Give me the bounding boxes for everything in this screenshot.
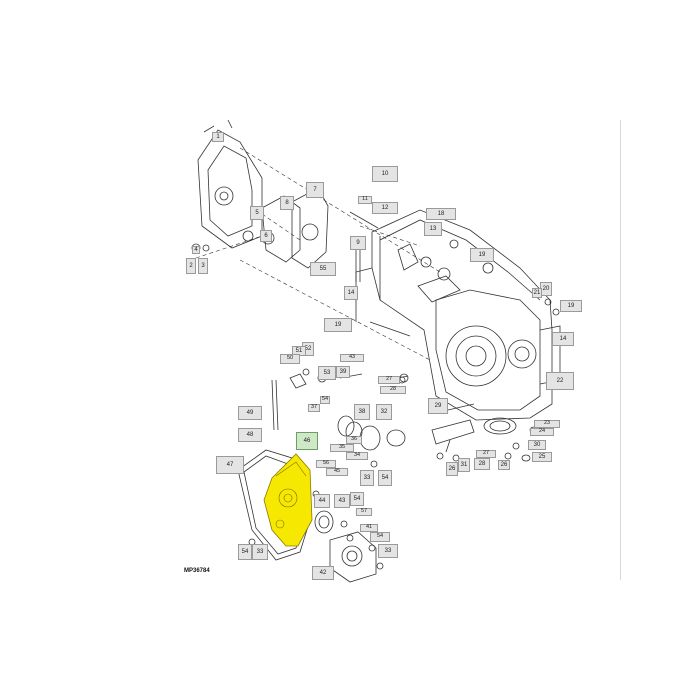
callout-36[interactable]: 36 [346,436,362,444]
callout-54-right[interactable]: 54 [378,470,392,486]
callout-54-bottom[interactable]: 54 [238,544,252,560]
callout-19-right[interactable]: 19 [560,300,582,312]
callout-44[interactable]: 44 [314,494,330,508]
highlighted-front-cover [263,453,313,547]
callout-30[interactable]: 30 [528,440,546,450]
callout-50[interactable]: 50 [280,354,300,364]
callout-55[interactable]: 55 [310,262,336,276]
callout-11[interactable]: 11 [358,196,372,204]
callout-14[interactable]: 14 [344,286,358,300]
frame-edge-line [620,120,621,580]
callout-10[interactable]: 10 [372,166,398,182]
callout-28-upper[interactable]: 28 [380,386,406,394]
callout-29[interactable]: 29 [428,398,448,414]
callout-26-left[interactable]: 26 [446,462,458,476]
explosion-axis-lines [195,147,441,361]
callout-56[interactable]: 56 [316,460,336,468]
callout-43[interactable]: 43 [340,354,364,362]
callout-8[interactable]: 8 [280,196,294,210]
callout-54-upper[interactable]: 54 [320,396,330,404]
callout-57[interactable]: 57 [356,508,372,516]
callout-22[interactable]: 22 [546,372,574,390]
callout-34[interactable]: 34 [346,452,368,460]
callout-45[interactable]: 45 [326,468,348,476]
callout-33-bottom[interactable]: 33 [252,544,268,560]
callout-21[interactable]: 21 [532,288,542,298]
callout-14-right[interactable]: 14 [552,332,574,346]
callout-13[interactable]: 13 [424,222,442,236]
callout-37[interactable]: 37 [308,404,320,412]
main-housing [349,209,561,421]
callout-32[interactable]: 32 [376,404,392,420]
callout-4[interactable]: 4 [192,246,200,254]
callout-19-left[interactable]: 19 [324,318,352,332]
callout-54-mid[interactable]: 54 [350,492,364,506]
callout-25[interactable]: 25 [532,452,552,462]
callout-33-mid[interactable]: 33 [360,470,374,486]
callout-49[interactable]: 49 [238,406,262,420]
diagram-reference-code: MP36784 [184,568,210,574]
callout-53[interactable]: 53 [318,366,336,380]
callout-12[interactable]: 12 [372,202,398,214]
callout-28-lower[interactable]: 28 [474,458,490,470]
callout-5[interactable]: 5 [250,206,264,220]
callout-3[interactable]: 3 [198,258,208,274]
callout-23[interactable]: 23 [534,420,560,428]
callout-18[interactable]: 18 [426,208,456,220]
callout-33-lower-right[interactable]: 33 [378,544,398,558]
callout-43-lower[interactable]: 43 [334,494,350,508]
callout-42[interactable]: 42 [312,566,334,580]
callout-27-lower[interactable]: 27 [476,450,496,458]
bracket-assembly [191,187,329,269]
callout-38[interactable]: 38 [354,404,370,420]
callout-7[interactable]: 7 [306,182,324,198]
callout-31[interactable]: 31 [458,458,470,472]
callout-2[interactable]: 2 [186,258,196,274]
callout-19-upper[interactable]: 19 [470,248,494,262]
upper-left-housing [197,119,263,249]
callout-48[interactable]: 48 [238,428,262,442]
seals-and-rings [314,415,539,534]
callout-46[interactable]: 46 [296,432,318,450]
callout-9[interactable]: 9 [350,236,366,250]
callout-35[interactable]: 35 [330,444,354,452]
callout-24[interactable]: 24 [530,428,554,436]
callout-39[interactable]: 39 [336,366,350,378]
callout-27-upper[interactable]: 27 [378,376,400,384]
callout-26[interactable]: 26 [498,460,510,470]
callout-1[interactable]: 1 [212,132,224,142]
callout-54-lower[interactable]: 54 [370,532,390,542]
callout-41[interactable]: 41 [360,524,378,532]
callout-47[interactable]: 47 [216,456,244,474]
callout-6[interactable]: 6 [260,230,272,242]
